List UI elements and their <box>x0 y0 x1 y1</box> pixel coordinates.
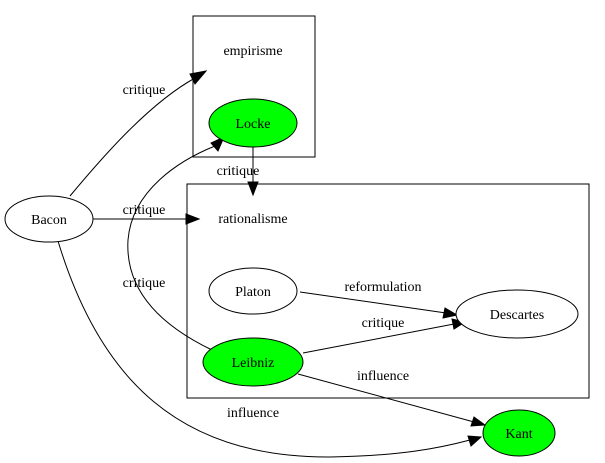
node-platon: Platon <box>208 267 298 315</box>
node-shape <box>455 289 579 339</box>
node-shape <box>208 267 298 315</box>
edge-label: critique <box>362 316 405 331</box>
cluster-rationalisme-frame <box>186 183 590 399</box>
node-shape <box>4 195 94 243</box>
edge-label: critique <box>123 83 166 98</box>
edge-label: critique <box>217 164 260 179</box>
arrowhead <box>189 70 208 85</box>
edge-bacon-empirisme: critique <box>69 70 208 197</box>
node-label: Leibniz <box>232 356 275 371</box>
node-shape <box>482 409 556 457</box>
edge-label: reformulation <box>345 280 422 295</box>
edge-leibniz-descartes: critique <box>302 316 467 354</box>
node-label: Platon <box>235 285 271 300</box>
node-label: Bacon <box>31 213 67 228</box>
edge-label: influence <box>227 406 279 421</box>
arrowhead <box>247 181 259 197</box>
node-shape <box>202 337 304 387</box>
edge-leibniz-kant: influence <box>297 369 487 427</box>
edge-leibniz-locke: critique <box>123 136 225 351</box>
arrowhead <box>442 307 459 319</box>
arrowhead <box>467 435 483 447</box>
arrowhead <box>210 136 225 152</box>
edge-label: critique <box>123 276 166 291</box>
node-kant: Kant <box>482 409 556 457</box>
cluster-rationalisme-label: rationalisme <box>218 212 287 227</box>
node-descartes: Descartes <box>455 289 579 339</box>
edge-bacon-rationalisme: critique <box>93 203 201 225</box>
edge-line <box>69 77 196 197</box>
edge-label: critique <box>123 203 166 218</box>
edge-locke-rationalisme: critique <box>217 147 260 197</box>
node-label: Kant <box>505 427 532 442</box>
cluster-rationalisme: rationalisme <box>186 183 590 399</box>
node-locke: Locke <box>208 98 298 148</box>
edge-line <box>57 240 471 458</box>
node-leibniz: Leibniz <box>202 337 304 387</box>
edge-bacon-kant: influence <box>57 240 483 458</box>
cluster-empirisme: empirisme <box>192 15 316 158</box>
node-label: Locke <box>236 117 271 132</box>
node-shape <box>208 98 298 148</box>
cluster-empirisme-label: empirisme <box>223 44 282 59</box>
cluster-empirisme-frame <box>192 15 316 158</box>
node-label: Descartes <box>490 308 544 323</box>
edge-label: influence <box>357 369 409 384</box>
edge-line <box>297 373 475 423</box>
edge-line <box>127 145 216 351</box>
arrowhead <box>185 213 201 225</box>
edge-line <box>299 291 447 314</box>
edge-platon-descartes: reformulation <box>299 280 459 319</box>
edge-line <box>302 323 455 354</box>
node-bacon: Bacon <box>4 195 94 243</box>
arrowhead <box>470 416 487 427</box>
